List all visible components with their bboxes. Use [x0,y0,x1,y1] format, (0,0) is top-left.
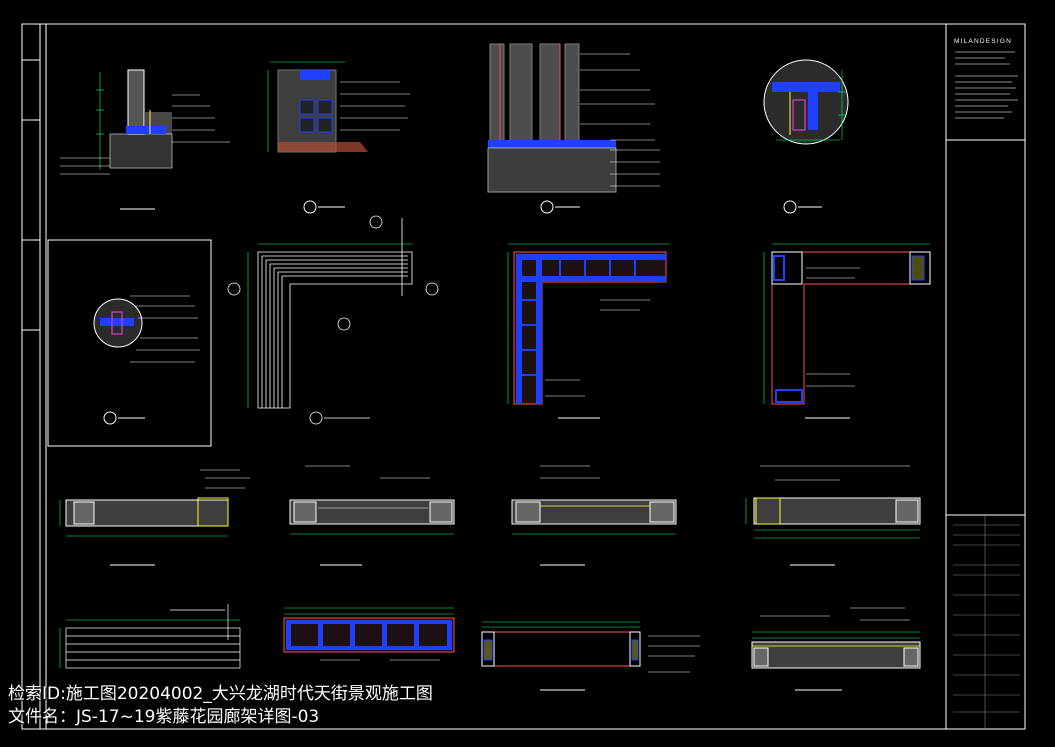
plank-plan [59,604,241,669]
frame-plan-long [283,607,455,661]
overlay-file-name: 文件名：JS-17~19紫藤花园廊架详图-03 [8,707,320,727]
l-shape-plan [227,215,439,425]
l-shape-frame-plan [507,243,670,419]
drawing-frame [21,23,1026,730]
elevation-2 [289,465,455,566]
detail-post-section [487,43,660,214]
bench-elevation-long [751,607,921,691]
frame-elevation-long [481,621,700,691]
l-shape-outline-plan [763,243,931,419]
brand-logo: MILANDESIGN [954,38,1012,45]
elevation-3 [511,465,677,566]
detail-circle-top [763,59,849,214]
overlay-search-id: 检索ID:施工图20204002_大兴龙湖时代天街景观施工图 [8,684,433,704]
elevation-4 [745,465,921,566]
detail-square [267,61,410,214]
detail-box-left [47,239,212,447]
elevation-1 [59,469,250,566]
section-1-1 [60,69,230,210]
title-block [945,24,1025,729]
